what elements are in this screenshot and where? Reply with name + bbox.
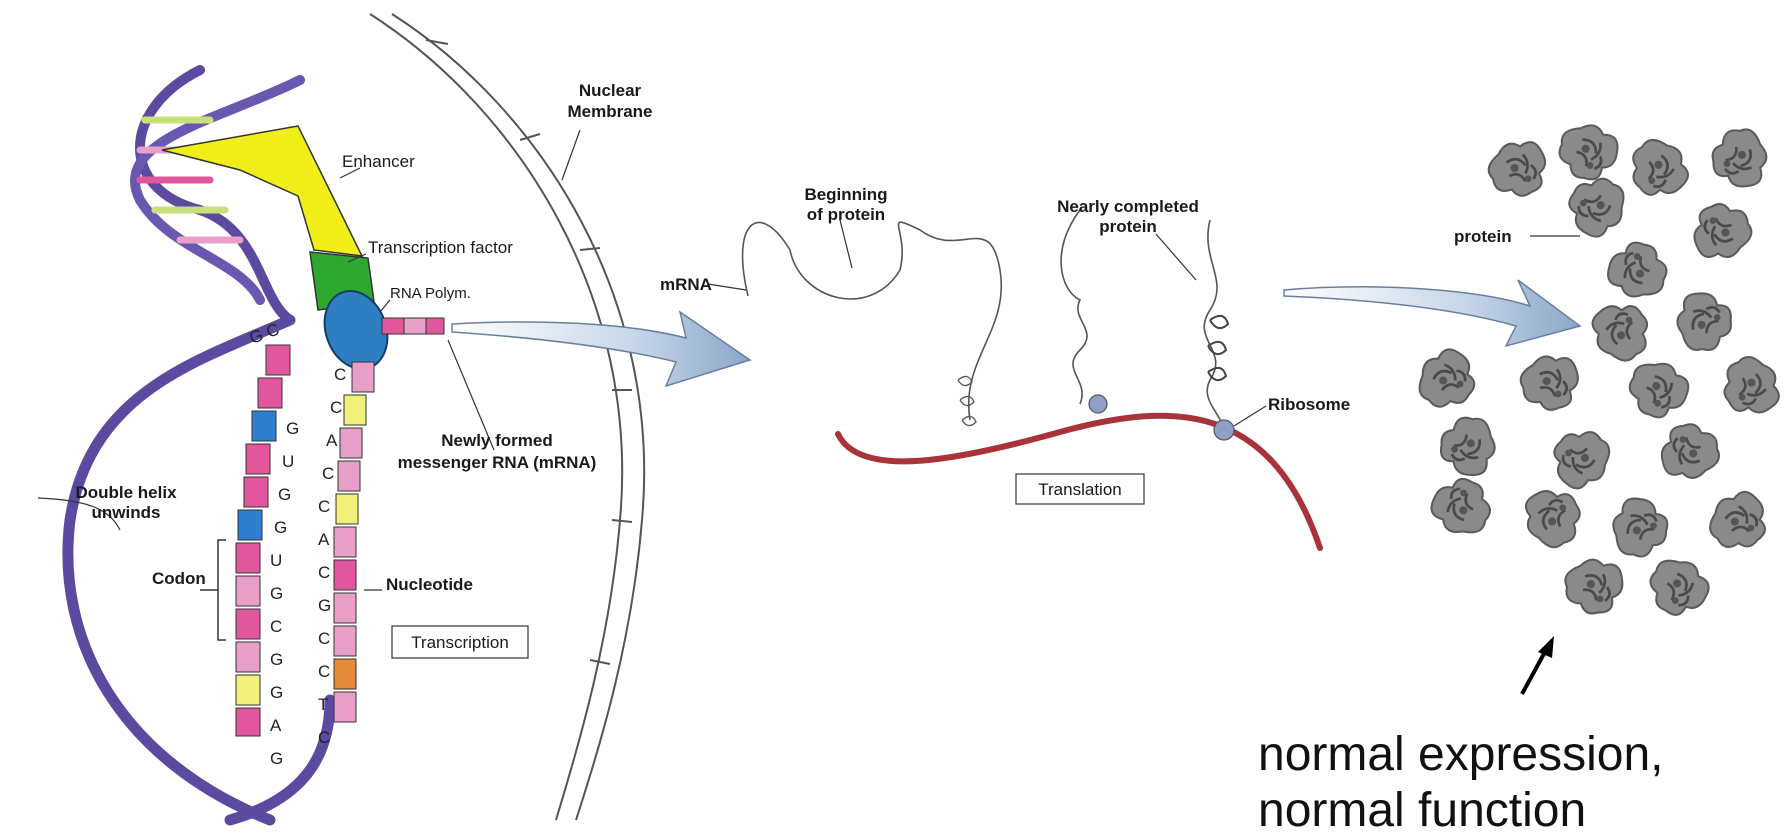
ribosome-2: [1214, 420, 1234, 440]
nearly-completed-label-2: protein: [1099, 217, 1157, 236]
protein-molecule: [1618, 349, 1696, 427]
protein-molecule: [1657, 419, 1725, 485]
beginning-protein-label-1: Beginning: [804, 185, 887, 204]
protein-molecule: [1548, 112, 1625, 189]
protein-molecule: [1431, 407, 1506, 483]
protein-molecule: [1640, 548, 1716, 625]
protein-molecule: [1408, 344, 1483, 417]
protein-molecule: [1702, 488, 1772, 556]
rna-base: A: [270, 716, 282, 735]
pointer-arrow: [1522, 636, 1554, 694]
template-base: C: [334, 365, 346, 384]
rna-base: U: [270, 551, 282, 570]
protein-molecule: [1526, 490, 1581, 547]
nuclear-membrane-label-1: Nuclear: [579, 81, 642, 100]
nuclear-membrane-label-2: Membrane: [567, 102, 652, 121]
enhancer-label: Enhancer: [342, 152, 415, 171]
protein-molecule: [1625, 133, 1692, 202]
nearly-completed-protein-chain: [1061, 210, 1087, 404]
translation-box-label: Translation: [1038, 480, 1121, 499]
protein-molecule: [1667, 286, 1740, 360]
template-base: C: [318, 497, 330, 516]
double-helix-label-2: unwinds: [92, 503, 161, 522]
rna-base: G: [286, 419, 299, 438]
codon-bracket: [218, 540, 226, 640]
nearly-completed-label-1: Nearly completed: [1057, 197, 1199, 216]
protein-molecule: [1489, 142, 1545, 196]
template-base: G: [318, 596, 331, 615]
translation-leader-lines: [708, 220, 1266, 426]
protein-molecule: [1590, 300, 1653, 366]
nucleotide-label: Nucleotide: [386, 575, 473, 594]
codon-label: Codon: [152, 569, 206, 588]
protein-molecule: [1600, 233, 1678, 311]
protein-cluster: [1408, 112, 1780, 624]
rna-base: U: [282, 452, 294, 471]
ribosome-1: [1089, 395, 1107, 413]
template-base: A: [326, 431, 338, 450]
protein-molecule: [1693, 202, 1754, 260]
caption-line-1: normal expression,: [1258, 727, 1664, 783]
rna-base: G: [270, 683, 283, 702]
newly-formed-label-1: Newly formed: [441, 431, 552, 450]
transcription-factor-label: Transcription factor: [368, 238, 513, 257]
protein-molecule: [1424, 469, 1501, 546]
protein-label: protein: [1454, 227, 1512, 246]
transcription-box-label: Transcription: [411, 633, 509, 652]
arrow-translation-to-proteins: [1284, 280, 1580, 346]
protein-molecule: [1560, 168, 1636, 243]
beginning-protein-chain: [743, 222, 1002, 420]
rna-base: G: [270, 584, 283, 603]
caption-line-2: normal function: [1258, 783, 1664, 839]
caption: normal expression, normal function: [1258, 727, 1664, 839]
protein-molecule: [1557, 551, 1628, 621]
double-helix-label-1: Double helix: [75, 483, 177, 502]
rna-strand: [236, 345, 290, 736]
rna-top-bases: G C: [247, 320, 282, 348]
template-base: C: [318, 563, 330, 582]
proteins-panel: protein: [1408, 112, 1780, 694]
protein-molecule: [1546, 423, 1618, 494]
rna-base: G: [270, 650, 283, 669]
translation-panel: mRNA Beginning of protein Nearly complet…: [660, 185, 1350, 548]
template-base: C: [322, 464, 334, 483]
template-base: C: [318, 662, 330, 681]
ribosome-label: Ribosome: [1268, 395, 1350, 414]
mrna-exit: [382, 318, 444, 334]
template-base: T: [318, 695, 328, 714]
beginning-protein-label-2: of protein: [807, 205, 885, 224]
protein-molecule: [1721, 354, 1780, 416]
rna-base: G: [270, 749, 283, 768]
rna-base: C: [270, 617, 282, 636]
rna-polymerase-label: RNA Polym.: [390, 285, 471, 302]
newly-formed-label-2: messenger RNA (mRNA): [398, 453, 597, 472]
rna-base: G: [278, 485, 291, 504]
mrna-label: mRNA: [660, 275, 712, 294]
nuclear-membrane: [370, 14, 622, 820]
template-base: C: [318, 629, 330, 648]
template-base: A: [318, 530, 330, 549]
template-base: C: [330, 398, 342, 417]
template-base: C: [318, 728, 330, 747]
protein-molecule: [1601, 490, 1678, 567]
protein-molecule: [1705, 121, 1775, 193]
protein-molecule: [1516, 351, 1581, 414]
rna-base: G: [274, 518, 287, 537]
